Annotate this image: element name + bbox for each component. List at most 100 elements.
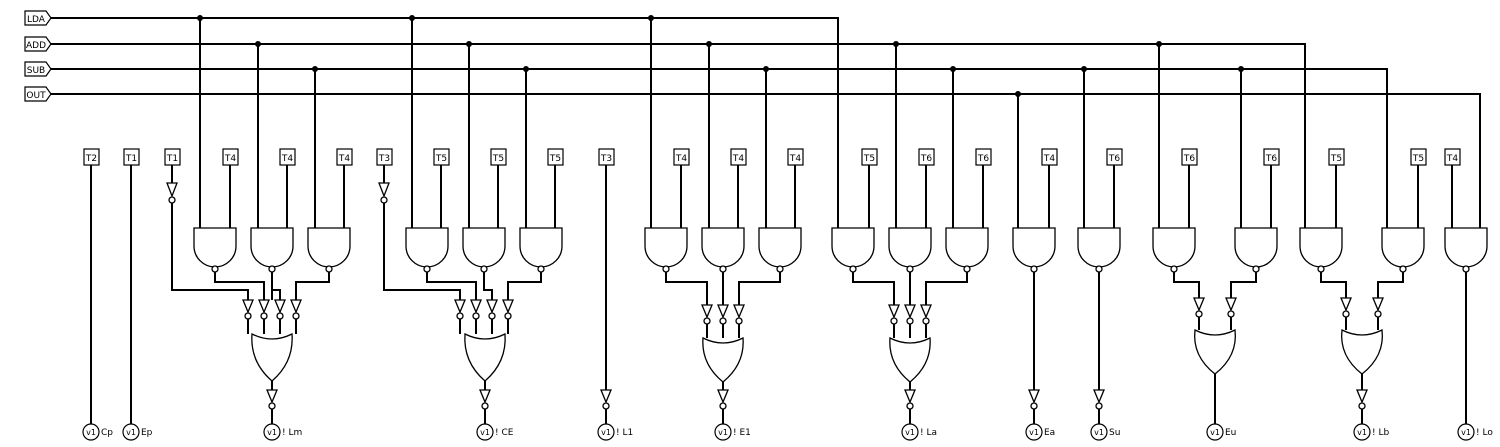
inverter-icon [600, 389, 612, 404]
bus-drop-wires [199, 18, 1242, 228]
svg-text:v1: v1 [718, 428, 728, 437]
e1-logic-group [644, 227, 802, 424]
or-gate-icon [889, 336, 931, 383]
svg-text:T4: T4 [1446, 154, 1458, 164]
timing-pins: T2 T1 T1 T4 T4 T4 T3 T5 T5 T5 T3 T4 T4 T… [83, 148, 1461, 166]
svg-text:T4: T4 [675, 154, 687, 164]
and-gate-icon [1012, 227, 1056, 268]
svg-text:T4: T4 [338, 154, 350, 164]
inverter-icon [1093, 389, 1105, 404]
timing-pin: T5 [1328, 148, 1345, 166]
lo-logic-group [1444, 227, 1488, 424]
output-probes: v1 Cp v1 Ep v1 ! Lm v1 ! CE v1 ! L1 v1 !… [82, 423, 1493, 441]
control-label-sub: SUB [27, 66, 45, 76]
svg-text:! Lb: ! Lb [1372, 428, 1389, 438]
svg-text:T3: T3 [600, 154, 612, 164]
svg-text:T6: T6 [1265, 154, 1277, 164]
and-gate-icon [945, 227, 989, 268]
svg-text:T3: T3 [378, 154, 390, 164]
svg-text:T6: T6 [977, 154, 989, 164]
output-probe-lb: v1 ! Lb [1353, 423, 1389, 441]
svg-text:T2: T2 [85, 154, 97, 164]
output-probe-ep: v1 Ep [122, 423, 153, 441]
svg-text:v1: v1 [1357, 428, 1367, 437]
svg-text:v1: v1 [1094, 428, 1104, 437]
svg-text:! CE: ! CE [495, 428, 514, 438]
or-gate-icon [1194, 329, 1236, 375]
timing-pin: T4 [1041, 148, 1058, 166]
timing-pin: T4 [787, 148, 804, 166]
inverter-icon [378, 182, 390, 198]
lm-logic-group [166, 165, 351, 424]
svg-text:v1: v1 [1461, 428, 1471, 437]
svg-text:Ea: Ea [1044, 428, 1055, 438]
timing-pin: T4 [336, 148, 353, 166]
inverter-icon [166, 182, 178, 198]
or-gate-icon [702, 336, 744, 383]
and-gate-icon [193, 227, 237, 268]
timing-pin: T6 [1181, 148, 1198, 166]
timing-pin: T6 [918, 148, 935, 166]
control-label-lda: LDA [27, 15, 46, 25]
and-gate-icon [1444, 227, 1488, 268]
timing-pin: T4 [673, 148, 690, 166]
inverter-icon [266, 389, 278, 404]
control-input-lda: LDA [24, 10, 52, 26]
output-probe-lo: v1 ! Lo [1457, 423, 1493, 441]
svg-text:! Lo: ! Lo [1476, 428, 1493, 438]
svg-text:T4: T4 [281, 154, 293, 164]
and-gate-icon [701, 227, 745, 268]
or-gate-icon [251, 332, 293, 382]
svg-text:Cp: Cp [101, 428, 113, 438]
svg-text:v1: v1 [1029, 428, 1039, 437]
and-gate-icon [250, 227, 294, 268]
lb-logic-group [1299, 227, 1425, 424]
svg-text:! L1: ! L1 [616, 428, 633, 438]
and-gate-icon [1299, 227, 1343, 268]
svg-text:v1: v1 [1210, 428, 1220, 437]
and-gate-icon [1152, 227, 1196, 268]
inverter-icon [717, 389, 729, 404]
timing-wires [229, 165, 1453, 228]
svg-text:T4: T4 [1043, 154, 1055, 164]
control-label-add: ADD [26, 41, 46, 51]
svg-text:! La: ! La [920, 428, 937, 438]
output-probe-su: v1 Su [1090, 423, 1120, 441]
svg-text:T5: T5 [1330, 154, 1342, 164]
inverter-icon [1028, 389, 1040, 404]
svg-text:T5: T5 [435, 154, 447, 164]
timing-pin: T2 [83, 148, 100, 166]
output-probe-eu: v1 Eu [1206, 423, 1236, 441]
control-input-add: ADD [24, 36, 52, 52]
and-gate-icon [644, 227, 688, 268]
svg-text:T1: T1 [166, 154, 178, 164]
or-gate-icon [1341, 329, 1383, 375]
svg-text:T6: T6 [920, 154, 932, 164]
timing-pin: T3 [376, 148, 393, 166]
output-probe-cp: v1 Cp [82, 423, 113, 441]
output-probe-l1: v1 ! L1 [597, 423, 633, 441]
inverter-icon [1356, 389, 1368, 404]
timing-pin: T4 [222, 148, 239, 166]
and-gate-icon [1381, 227, 1425, 268]
svg-text:T5: T5 [863, 154, 875, 164]
svg-text:Ep: Ep [141, 428, 153, 438]
timing-pin: T5 [861, 148, 878, 166]
timing-pin: T6 [975, 148, 992, 166]
and-gate-icon [1077, 227, 1121, 268]
ce-logic-group [378, 165, 563, 424]
and-gate-icon [307, 227, 351, 268]
svg-text:! Lm: ! Lm [282, 428, 302, 438]
control-input-sub: SUB [24, 61, 52, 77]
output-probe-e1: v1 ! E1 [714, 423, 751, 441]
timing-pin: T3 [598, 148, 615, 166]
svg-text:T4: T4 [789, 154, 801, 164]
svg-text:T5: T5 [1412, 154, 1424, 164]
svg-text:T6: T6 [1183, 154, 1195, 164]
and-gate-icon [519, 227, 563, 268]
and-gate-icon [1234, 227, 1278, 268]
svg-text:v1: v1 [480, 428, 490, 437]
timing-pin: T4 [279, 148, 296, 166]
